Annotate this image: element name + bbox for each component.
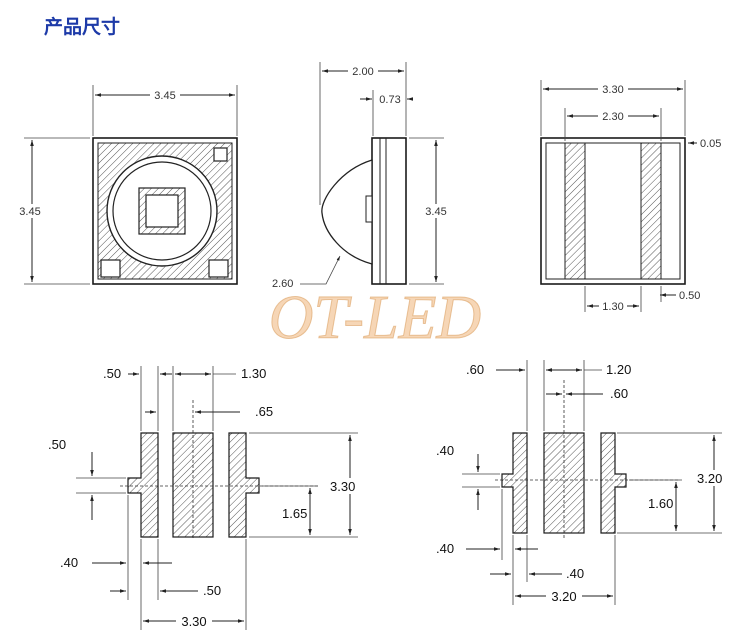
chip-inner (145, 194, 179, 228)
dim-end-gap: 0.50 (679, 290, 700, 302)
dim-end-pad: 1.30 (602, 301, 623, 313)
fpa-pad-right (228, 432, 260, 538)
pad-bottom-left (100, 259, 121, 278)
side-body (371, 137, 407, 285)
fpb-dim-height: 3.20 (697, 471, 722, 486)
end-electrode-left (564, 142, 586, 280)
dim-end-inner: 2.30 (602, 111, 623, 123)
fpb-dim-bottom-gap: .40 (566, 566, 584, 581)
fpb-dim-half: .60 (610, 386, 628, 401)
watermark-logo: OT-LED (269, 284, 481, 352)
page-title: 产品尺寸 (44, 15, 120, 38)
dim-lens-radius: 2.60 (272, 278, 293, 290)
fpa-dim-height: 3.30 (330, 479, 355, 494)
side-view: 2.00 0.73 3.45 2.60 (272, 62, 452, 290)
footprint-a: .50 1.30 .65 .50 3.30 1.65 .40 .50 3.30 (48, 366, 366, 630)
dome-lens (321, 159, 373, 265)
dim-side-base: 0.73 (379, 94, 400, 106)
dim-side-depth: 2.00 (352, 66, 373, 78)
fpa-dim-center: 1.65 (282, 506, 307, 521)
end-view: 3.30 2.30 0.05 1.30 0.50 (540, 80, 721, 313)
pad-bottom-right (208, 259, 229, 278)
footprint-b: .60 1.20 .60 .40 3.20 1.60 .40 .40 3.20 (436, 360, 732, 605)
dim-end-width: 3.30 (602, 84, 623, 96)
fpa-dim-bottom-gap: .50 (203, 583, 221, 598)
dim-top-height: 3.45 (19, 206, 40, 218)
fpb-dim-side-gap: .40 (436, 541, 454, 556)
dim-side-height: 3.45 (425, 206, 446, 218)
fpa-dim-center-pad: 1.30 (241, 366, 266, 381)
dim-top-width: 3.45 (154, 90, 175, 102)
fpb-pad-right (600, 432, 627, 534)
polarity-mark (213, 147, 228, 162)
fpb-dim-width: 3.20 (551, 589, 576, 604)
fpa-dim-side-gap: .40 (60, 555, 78, 570)
fpb-dim-pad-gap: .60 (466, 362, 484, 377)
top-view: 3.45 3.45 (14, 85, 238, 285)
fpa-dim-tab: .50 (48, 437, 66, 452)
dim-end-edge: 0.05 (700, 138, 721, 150)
end-electrode-right (640, 142, 662, 280)
fpa-dim-width: 3.30 (181, 614, 206, 629)
fpb-dim-center: 1.60 (648, 496, 673, 511)
fpb-dim-center-pad: 1.20 (606, 362, 631, 377)
fpa-dim-half: .65 (255, 404, 273, 419)
fpa-dim-pad-gap: .50 (103, 366, 121, 381)
fpb-dim-tab: .40 (436, 443, 454, 458)
fpb-pad-left (501, 432, 528, 534)
fpa-pad-left (127, 432, 159, 538)
